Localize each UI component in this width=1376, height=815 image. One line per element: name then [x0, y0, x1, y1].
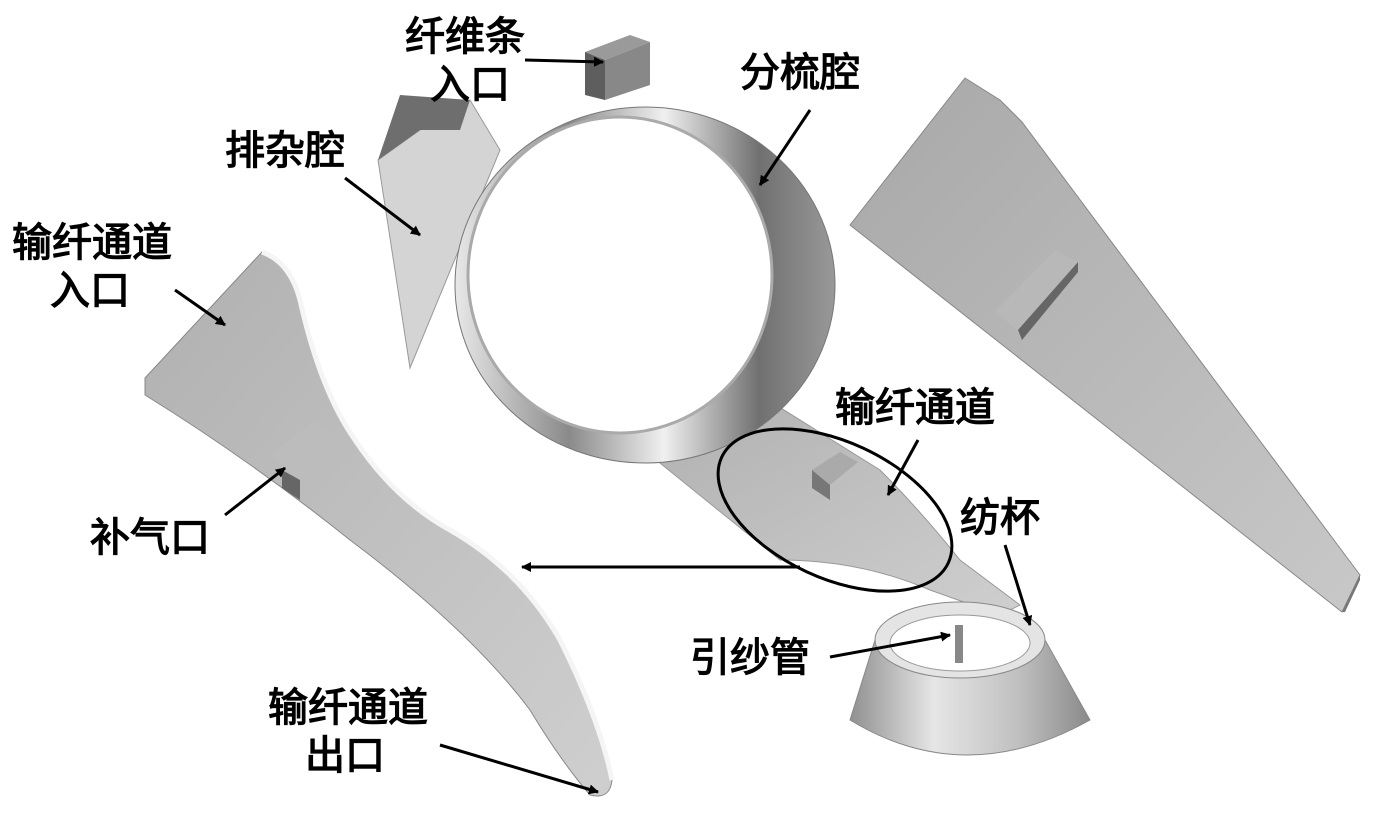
label-yarn-tube: 引纱管 [690, 635, 810, 681]
label-channel-inlet-2: 入口 [50, 268, 130, 314]
arrow-air-inlet [224, 466, 286, 517]
yarn-tube-shape [955, 625, 963, 663]
sliver-inlet-shape [585, 35, 650, 100]
label-rotor-cup: 纺杯 [960, 495, 1040, 541]
air-inlet-slot [270, 420, 345, 480]
arrow-yarn-tube [829, 631, 951, 659]
arrow-carding [758, 109, 812, 186]
arrow-trash [344, 176, 421, 237]
arrow-sliver-inlet [524, 56, 604, 67]
label-channel-outlet-2: 出口 [305, 733, 385, 779]
label-fiber-channel: 输纤通道 [835, 385, 995, 431]
carding-ring-shape [454, 106, 836, 464]
arrow-channel-outlet [439, 743, 599, 795]
label-air-inlet: 补气口 [90, 515, 210, 561]
leader-arrows [174, 56, 1033, 795]
trash-chamber-shape [377, 95, 501, 370]
label-sliver-inlet-1: 纤维条 [405, 14, 525, 60]
label-carding-chamber: 分梳腔 [740, 50, 860, 96]
arrow-channel [886, 439, 920, 496]
highlight-ellipse [716, 427, 954, 593]
label-channel-outlet-1: 输纤通道 [268, 685, 428, 731]
label-channel-inlet-1: 输纤通道 [12, 220, 172, 266]
arrow-cup [1003, 544, 1033, 626]
label-trash-chamber: 排杂腔 [225, 128, 345, 174]
arrow-channel-inlet [174, 288, 226, 327]
cover-air-slot [995, 250, 1078, 330]
cover-plate [849, 77, 1361, 613]
channel-piece-shape [144, 249, 615, 797]
rotor-cup-shape [849, 601, 1091, 756]
label-sliver-inlet-2: 入口 [430, 62, 510, 108]
